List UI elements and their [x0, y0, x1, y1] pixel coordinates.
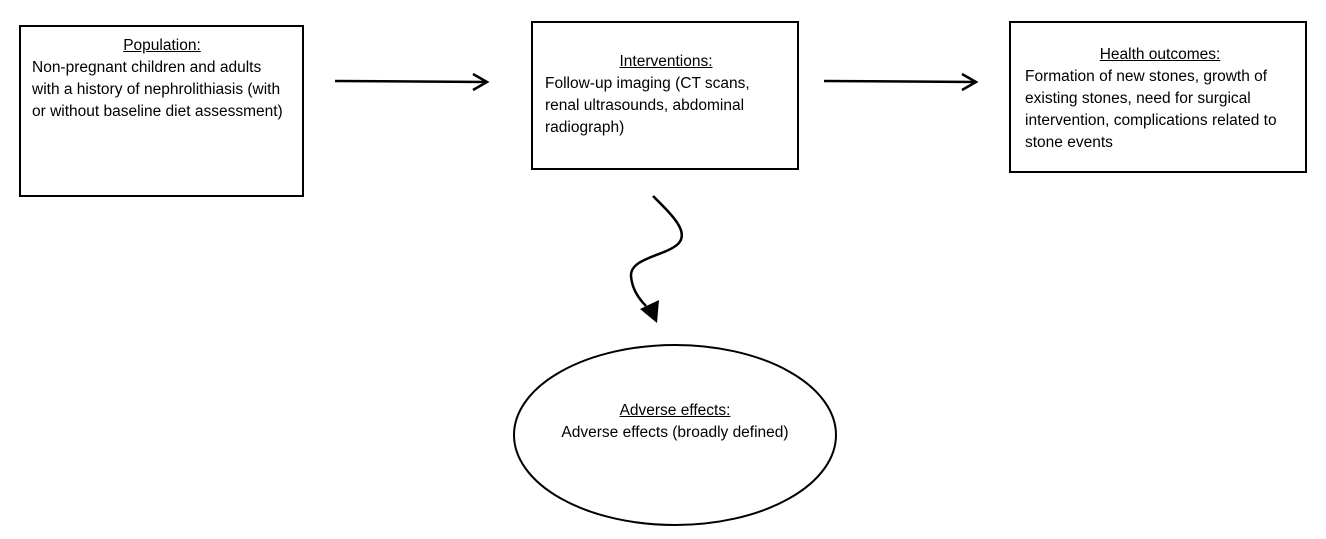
- adverse-effects-text: Adverse effects (broadly defined): [561, 424, 789, 441]
- arrow-population-to-interventions: [334, 72, 490, 92]
- population-title: Population:: [123, 37, 201, 54]
- arrow-interventions-to-outcomes: [823, 72, 979, 92]
- adverse-effects-ellipse: [513, 344, 837, 526]
- population-text: Non-pregnant children and adults with a …: [32, 59, 283, 120]
- health-outcomes-box: Health outcomes: Formation of new stones…: [1009, 21, 1307, 173]
- adverse-effects-title: Adverse effects:: [619, 402, 731, 419]
- interventions-title: Interventions:: [619, 53, 713, 70]
- interventions-text: Follow-up imaging (CT scans, renal ultra…: [545, 75, 750, 136]
- health-outcomes-title: Health outcomes:: [1099, 46, 1221, 63]
- arrow-interventions-to-adverse-effects: [629, 195, 684, 323]
- interventions-box: Interventions: Follow-up imaging (CT sca…: [531, 21, 799, 170]
- adverse-effects-label: Adverse effects: Adverse effects (broadl…: [560, 400, 790, 444]
- population-box: Population: Non-pregnant children and ad…: [19, 25, 304, 197]
- health-outcomes-text: Formation of new stones, growth of exist…: [1025, 68, 1277, 151]
